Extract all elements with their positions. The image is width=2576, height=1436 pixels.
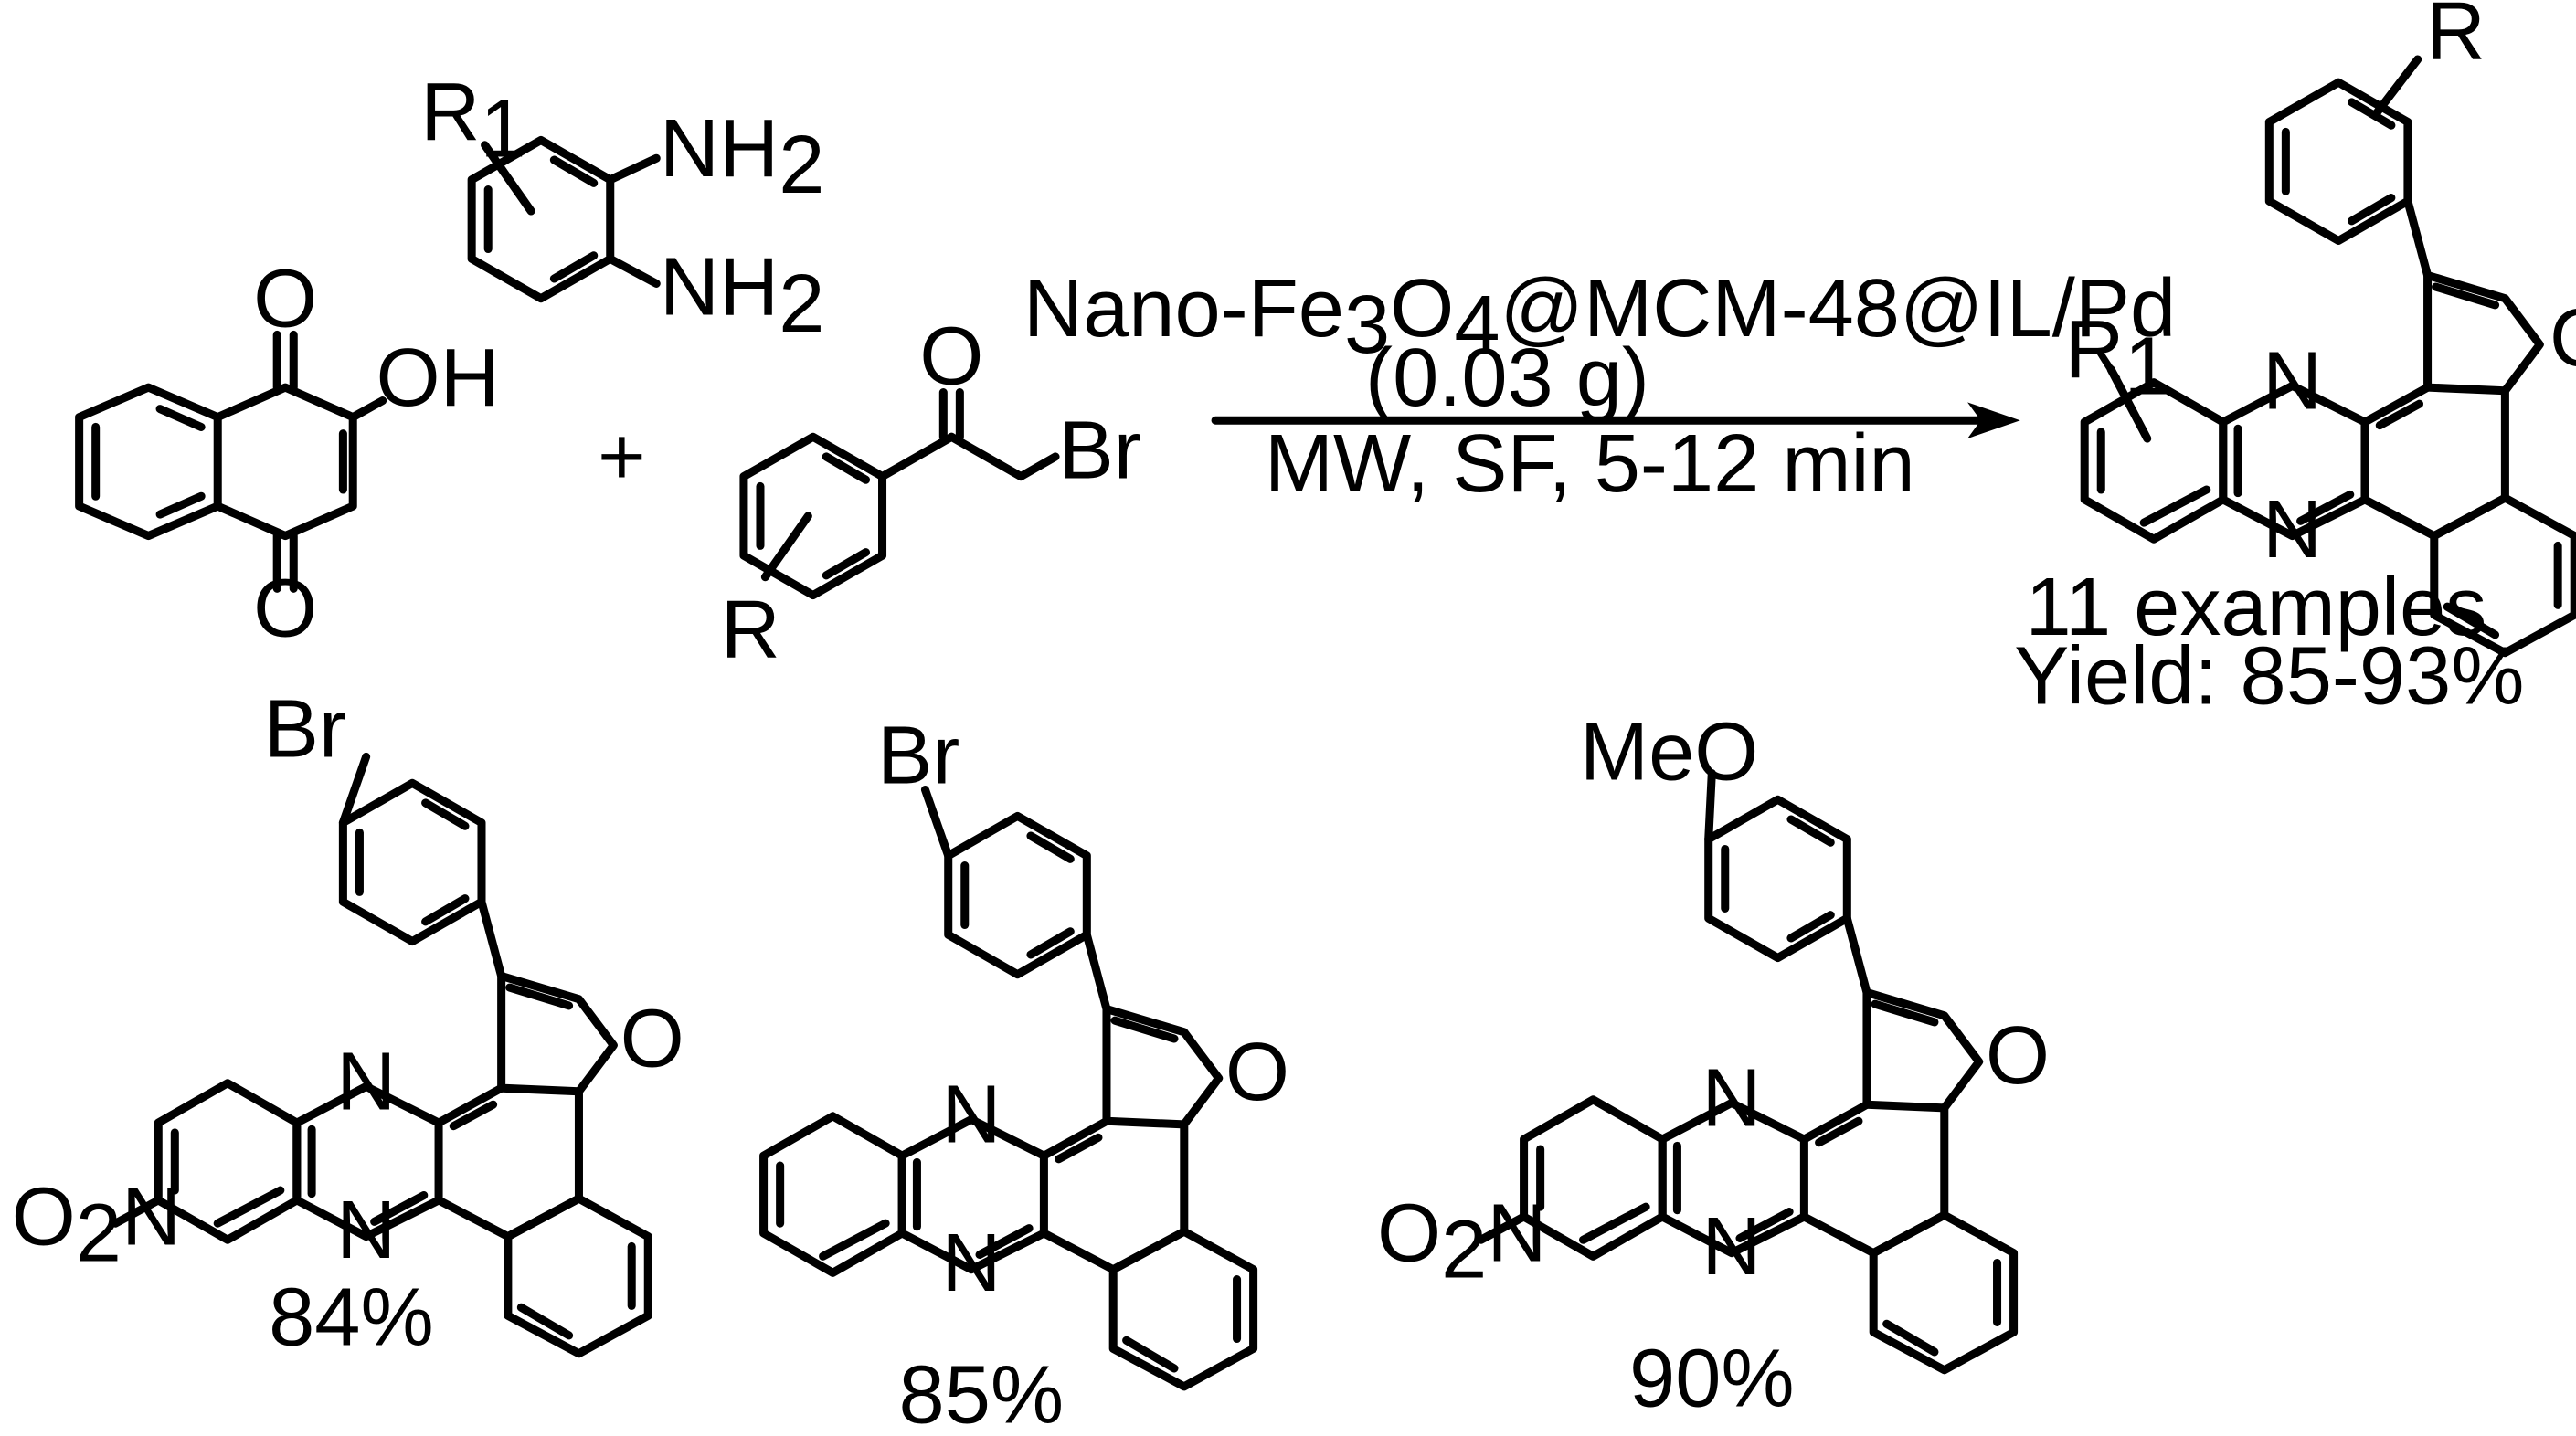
hydroxyl-label: OH: [376, 332, 499, 424]
example-2-furan-o: O: [1225, 1026, 1289, 1118]
example-3-bonds: [1477, 768, 2019, 1375]
example-3-n-top: N: [1701, 1052, 1761, 1145]
catalyst-label: Nano-Fe3O4@MCM-48@IL/Pd: [1023, 262, 2176, 371]
aryl-r-label: R: [721, 584, 780, 676]
example-1-n-bottom: N: [336, 1184, 396, 1276]
example-3-yield: 90%: [1629, 1333, 1795, 1425]
diamine-bonds: [467, 135, 661, 303]
conditions-label: MW, SF, 5-12 min: [1265, 417, 1915, 510]
example-3-furan-o: O: [1986, 1009, 2050, 1102]
hydroxynaphthoquinone-bonds: [75, 330, 387, 593]
example-2-n-top: N: [941, 1069, 1001, 1161]
example-3-n-bottom: N: [1701, 1200, 1761, 1293]
product-yield-range: Yield: 85-93%: [2014, 630, 2524, 723]
bromine-label: Br: [1059, 404, 1141, 496]
example-1-bonds: [111, 752, 652, 1358]
example-2-yield: 85%: [899, 1349, 1065, 1436]
example-1: Br N N O O2N 84%: [12, 682, 684, 1363]
product-examples-count: 11 examples: [2025, 561, 2486, 653]
example-2: Br N N O 85%: [759, 709, 1289, 1436]
product-general: R R1 N N O 11 examples Yield: 85-93%: [2014, 0, 2576, 723]
product-furan-o: O: [2549, 292, 2576, 385]
product-r1-label: R1: [2065, 303, 2170, 412]
reactant-bromoketone: O Br R: [721, 311, 1141, 677]
product-r-label: R: [2426, 0, 2486, 78]
example-3-substituent: MeO: [1580, 706, 1759, 798]
ketone-o-label: O: [919, 311, 983, 403]
reactant-diamine: R1 NH2 NH2: [420, 66, 824, 349]
amine-top-label: NH2: [660, 102, 824, 211]
example-3-nitro: O2N: [1377, 1188, 1547, 1296]
plus-sign: +: [598, 411, 646, 503]
bromoketone-bonds: [739, 388, 1060, 600]
reactant-hydroxynaphthoquinone: O O OH: [75, 252, 500, 655]
example-2-n-bottom: N: [941, 1217, 1001, 1309]
product-bonds: [2080, 55, 2576, 658]
product-n-top: N: [2263, 335, 2322, 428]
reaction-arrow: [1211, 402, 2020, 439]
example-2-bonds: [759, 785, 1258, 1391]
amine-bottom-label: NH2: [660, 241, 824, 350]
diamine-r1-label: R1: [420, 66, 525, 174]
catalyst-amount-label: (0.03 g): [1365, 332, 1649, 424]
carbonyl-o-top: O: [253, 252, 317, 344]
example-1-substituent: Br: [264, 682, 346, 775]
example-1-nitro: O2N: [12, 1171, 182, 1280]
carbonyl-o-bottom: O: [253, 563, 317, 655]
product-n-bottom: N: [2263, 483, 2322, 575]
example-2-substituent: Br: [877, 709, 959, 801]
example-1-n-top: N: [336, 1036, 396, 1128]
example-1-yield: 84%: [269, 1272, 434, 1364]
example-1-furan-o: O: [620, 993, 684, 1085]
example-3: MeO N N O O2N 90%: [1377, 706, 2050, 1425]
